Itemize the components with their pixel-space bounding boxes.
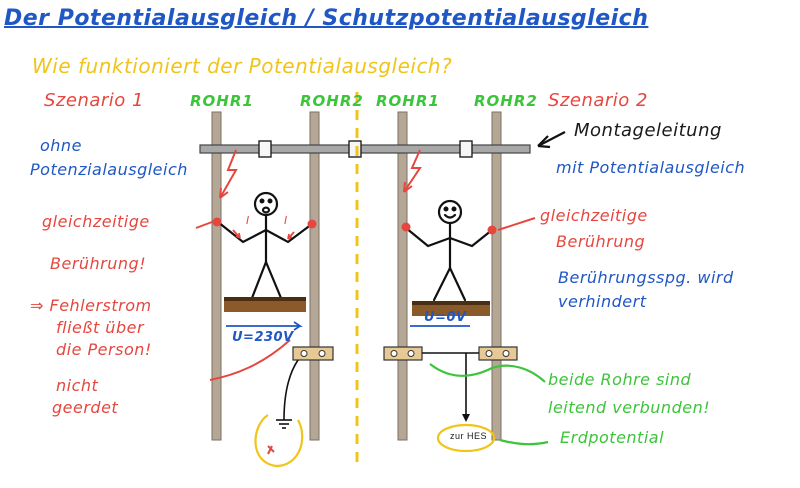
- s1-current-arrow-right: [287, 231, 295, 240]
- s2-earth-pointer: [499, 438, 549, 446]
- s2-pipe1-label: ROHR1: [376, 92, 440, 110]
- s1-person-figure: [216, 191, 314, 300]
- ground-symbol: [276, 419, 292, 429]
- s2-pipe-2: [491, 111, 502, 441]
- s2-subtitle: mit Potentialausgleich: [556, 158, 746, 177]
- s1-fault-line1: ⇒ Fehlerstrom: [30, 296, 152, 315]
- s2-soil: [412, 304, 490, 316]
- s1-subtitle-line1: ohne: [40, 136, 82, 155]
- s2-touch-pointer: [497, 217, 536, 231]
- s1-notgrounded-line2: geerdet: [52, 398, 119, 417]
- montage-rail: [199, 144, 531, 154]
- s2-label: Szenario 2: [548, 90, 648, 111]
- s1-pipe-2: [309, 111, 320, 441]
- page-title: Der Potentialausgleich / Schutzpotential…: [4, 6, 649, 31]
- rail-clamp-2: [348, 140, 362, 158]
- s1-subtitle-line2: Potenzialausgleich: [30, 160, 188, 179]
- s1-ground-wire: [283, 359, 299, 421]
- s1-soil: [224, 300, 306, 312]
- s1-contact-right: [307, 219, 317, 229]
- s1-label: Szenario 1: [44, 90, 144, 111]
- s1-ground-circle: [254, 414, 304, 468]
- s1-current-mark-left: I: [246, 214, 250, 227]
- s1-ground-crossmark: [267, 445, 275, 455]
- s2-both-line1: beide Rohre sind: [548, 370, 692, 389]
- s2-both-line2: leitend verbunden!: [548, 398, 711, 417]
- rail-clamp-1: [258, 140, 272, 158]
- s2-bond-highlight: [429, 363, 546, 383]
- s2-pipe1-clamp: [383, 346, 423, 361]
- s1-current-mark-right: I: [284, 214, 288, 227]
- s1-pipe1-label: ROHR1: [190, 92, 254, 110]
- s2-pipe2-clamp: [478, 346, 518, 361]
- s2-contact-right: [487, 225, 497, 235]
- s2-fault-bolt: [403, 149, 422, 193]
- s1-voltage-underline: [226, 321, 303, 331]
- s2-hes-label: zur HES: [450, 431, 488, 441]
- s1-touch-line2: Berührung!: [50, 254, 147, 273]
- s2-pipe2-label: ROHR2: [474, 92, 538, 110]
- s2-prevented-line2: verhindert: [558, 292, 647, 311]
- s1-fault-pointer: [209, 339, 291, 381]
- s2-person-figure: [404, 199, 494, 302]
- montage-arrow: [537, 131, 566, 147]
- s1-notgrounded-line1: nicht: [56, 376, 99, 395]
- s2-voltage-label: U=0V: [424, 310, 467, 325]
- s1-touch-pointer: [195, 221, 213, 229]
- montage-label: Montageleitung: [574, 120, 722, 141]
- s2-pipe-1: [397, 111, 408, 441]
- s1-pipe-clamp: [292, 346, 334, 361]
- s1-voltage-label: U=230V: [232, 330, 294, 345]
- s1-current-arrow-left: [232, 229, 241, 239]
- s2-hes-arrow: [462, 414, 470, 422]
- s1-fault-line3: die Person!: [56, 340, 152, 359]
- s2-hes-circle: [436, 423, 496, 453]
- s2-touch-line2: Berührung: [556, 232, 646, 251]
- s1-pipe-1: [211, 111, 222, 441]
- rail-clamp-3: [459, 140, 473, 158]
- s1-touch-line1: gleichzeitige: [42, 212, 150, 231]
- s2-touch-line1: gleichzeitige: [540, 206, 648, 225]
- s1-contact-left: [212, 217, 222, 227]
- s2-prevented-line1: Berührungsspg. wird: [558, 268, 734, 287]
- s1-pipe2-label: ROHR2: [300, 92, 364, 110]
- s2-contact-left: [401, 222, 411, 232]
- s1-fault-line2: fließt über: [56, 318, 145, 337]
- s2-earth-label: Erdpotential: [560, 428, 665, 447]
- question-heading: Wie funktioniert der Potentialausgleich?: [32, 54, 453, 78]
- s1-fault-bolt: [219, 149, 238, 199]
